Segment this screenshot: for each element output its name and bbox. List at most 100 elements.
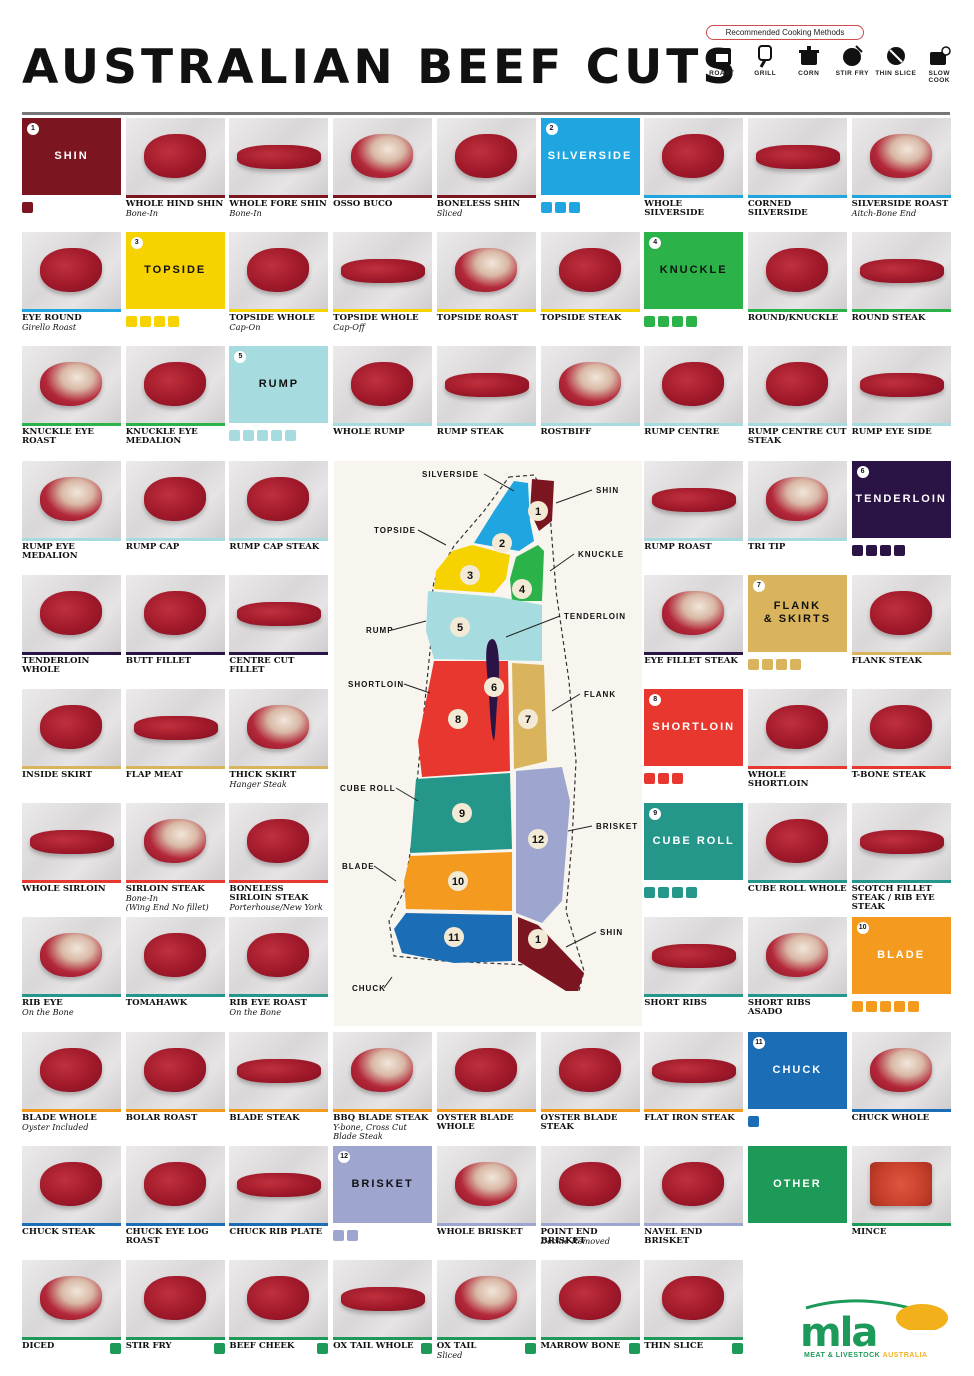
cut-photo — [125, 346, 225, 424]
cut-photo — [229, 803, 329, 881]
section-color-strip — [747, 423, 847, 427]
section-color-strip — [644, 537, 744, 541]
cut-name: OYSTER BLADE WHOLE — [436, 1112, 514, 1132]
section-color-strip — [229, 651, 329, 655]
cooking-method-icons — [540, 202, 580, 213]
cooking-method-icon — [554, 202, 566, 213]
region-number-badge — [444, 927, 464, 947]
cooking-method-icons — [125, 316, 179, 328]
region-number: 9 — [459, 808, 465, 820]
region-number: 1 — [535, 506, 541, 518]
cut-photo — [229, 232, 329, 310]
region-number-badge — [484, 677, 504, 697]
cut-subtitle: Sliced — [436, 1350, 463, 1360]
cut-name: MARROW BONE — [540, 1341, 621, 1351]
region-number-badge — [452, 803, 472, 823]
meat-image — [859, 830, 944, 855]
section-color-strip — [22, 994, 121, 998]
region-number: 5 — [457, 622, 463, 634]
meat-image — [558, 1161, 621, 1206]
cut-card: OYSTER BLADE WHOLE — [436, 1031, 536, 1142]
meat-image — [30, 830, 114, 855]
cut-card: SHORT RIBS ASADO — [747, 917, 847, 1027]
cut-photo — [22, 232, 121, 310]
meat-image — [454, 1161, 517, 1206]
cooking-method-icons — [747, 658, 801, 670]
cooking-method-icons — [628, 1343, 640, 1354]
cut-card: RUMP EYE SIDE — [851, 346, 951, 456]
cooking-methods-legend-title: Recommended Cooking Methods — [706, 25, 864, 40]
section-color-strip — [125, 1108, 225, 1112]
meat-image — [237, 1058, 322, 1083]
cooking-method-icons — [524, 1343, 536, 1354]
cut-photo — [229, 689, 329, 766]
cut-photo — [851, 689, 951, 766]
section-number-badge: 9 — [649, 808, 662, 821]
cut-photo — [644, 917, 744, 995]
cut-name: CORNED SILVERSIDE — [747, 199, 808, 218]
cooking-method-icon — [672, 887, 684, 899]
section-name: RUMP — [258, 378, 300, 391]
cut-photo — [540, 232, 640, 310]
section-color-strip — [747, 880, 847, 884]
cut-photo — [229, 917, 329, 995]
section-color-strip — [22, 423, 121, 427]
cut-name: CHUCK STEAK — [22, 1226, 96, 1237]
meat-image — [662, 590, 725, 635]
section-color-strip — [125, 651, 225, 655]
cut-card: CENTRE CUT FILLET — [229, 574, 329, 685]
cooking-method-roast: ROAST — [700, 44, 744, 84]
cooking-method-icon — [893, 1001, 905, 1013]
cut-card: WHOLE SIRLOIN — [22, 803, 121, 913]
cooking-method-icons — [644, 887, 698, 899]
section-color-strip — [747, 994, 847, 998]
cut-name: TRI TIP — [747, 541, 786, 552]
cut-name: RUMP CAP — [125, 541, 180, 552]
section-color-strip — [644, 994, 744, 998]
cut-photo — [540, 1031, 640, 1109]
cut-card: CORNED SILVERSIDE — [747, 118, 847, 228]
section-color-strip — [540, 1337, 640, 1340]
cut-name: EYE FILLET STEAK — [644, 655, 738, 666]
section-color-strip — [644, 195, 744, 198]
cut-card: TOMAHAWK — [125, 917, 225, 1027]
cooking-method-icon — [125, 316, 137, 328]
mla-logo-wordmark: mla — [800, 1310, 878, 1356]
roast-oven-icon — [712, 48, 731, 65]
label-leader-line — [403, 683, 431, 694]
cut-name: SHORT RIBS — [644, 998, 708, 1009]
diagram-region-labels: SILVERSIDESHINTOPSIDEKNUCKLETENDERLOINRU… — [340, 470, 637, 993]
meat-image — [765, 362, 828, 407]
cut-name: WHOLE RUMP — [333, 427, 405, 438]
cut-photo — [436, 1145, 536, 1223]
cut-photo — [125, 460, 225, 538]
cut-photo — [644, 460, 744, 538]
meat-image — [40, 248, 102, 293]
meat-image — [652, 487, 737, 512]
section-header-other: OTHER — [747, 1145, 847, 1256]
section-color-strip — [229, 537, 329, 541]
section-color-strip — [644, 1337, 744, 1340]
section-number-badge: 2 — [545, 123, 558, 135]
cooking-method-icon — [644, 887, 656, 899]
label-leader-line — [395, 787, 419, 802]
section-color-strip — [229, 195, 329, 198]
section-name: OTHER — [773, 1177, 822, 1190]
section-color-strip — [125, 423, 225, 427]
cut-subtitle: Deckle Removed — [540, 1235, 610, 1246]
meat-image — [351, 362, 414, 407]
cut-name: WHOLE BRISKET — [436, 1226, 523, 1237]
cut-subtitle: Hanger Steak — [229, 779, 287, 789]
cooking-method-icon — [893, 544, 905, 556]
cut-name: TOMAHAWK — [125, 998, 188, 1009]
cut-photo — [644, 1260, 744, 1337]
cut-name: BONELESS SHIN — [436, 199, 521, 209]
cut-card: TRI TIP — [747, 460, 847, 571]
cooking-method-label: SLOW COOK — [928, 70, 950, 84]
